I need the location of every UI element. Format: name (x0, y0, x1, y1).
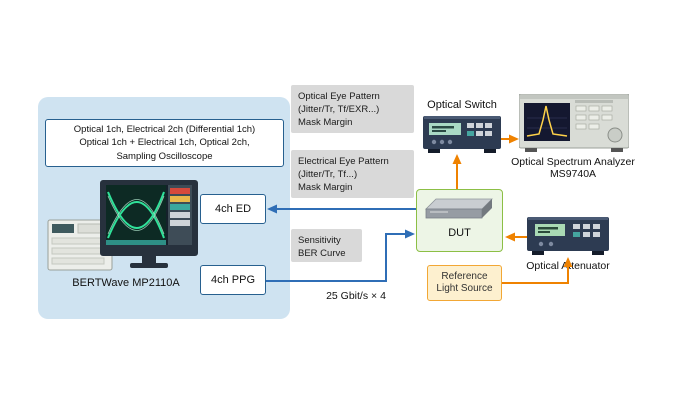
bitrate-label: 25 Gbit/s × 4 (326, 290, 386, 302)
note-electrical-eye-pattern: Electrical Eye Pattern (Jitter/Tr, Tf...… (291, 150, 414, 198)
monitor-icon (100, 180, 198, 268)
note-line: Electrical Eye Pattern (298, 156, 389, 167)
ed-label: 4ch ED (214, 203, 252, 215)
ppg-label: 4ch PPG (210, 274, 256, 286)
rotary-knob-icon (607, 127, 623, 143)
note-line: Mask Margin (298, 117, 353, 129)
bertwave-label: BERTWave MP2110A (72, 277, 180, 289)
note-sensitivity: Sensitivity BER Curve (291, 229, 362, 262)
dut-box: DUT (416, 189, 503, 252)
spectrum-trace-icon (526, 105, 568, 137)
capability-line-3: Sampling Oscilloscope (116, 150, 213, 162)
optical-attenuator-label: Optical Attenuator (526, 260, 610, 272)
optical-switch-image (423, 116, 501, 153)
dut-label: DUT (448, 227, 471, 239)
rls-label-line-1: Reference (441, 270, 488, 282)
capability-box: Optical 1ch, Electrical 2ch (Differentia… (45, 119, 284, 167)
reference-light-source-box: Reference Light Source (427, 265, 502, 301)
optical-spectrum-analyzer-image (519, 94, 629, 152)
transceiver-module-icon (425, 198, 493, 219)
ed-box: 4ch ED (200, 194, 266, 224)
note-line: Sensitivity (298, 235, 341, 246)
arrow-dut-to-optical-switch (452, 154, 462, 189)
eye-diagram-icon (107, 191, 165, 239)
note-line: Optical Eye Pattern (298, 91, 380, 102)
note-line: (Jitter/Tr, Tf/EXR...) (298, 104, 380, 116)
arrow-optical-switch-to-osa (501, 134, 519, 144)
rls-label-line-2: Light Source (436, 283, 493, 294)
optical-attenuator-image (527, 217, 609, 255)
bertwave-instrument-image (47, 180, 198, 271)
ppg-box: 4ch PPG (200, 265, 266, 295)
arrow-attenuator-to-dut (505, 232, 527, 242)
note-line: Mask Margin (298, 182, 353, 194)
capability-line-2: Optical 1ch + Electrical 1ch, Optical 2c… (79, 137, 250, 149)
osa-label: Optical Spectrum Analyzer (511, 156, 635, 168)
capability-line-1: Optical 1ch, Electrical 2ch (Differentia… (73, 123, 256, 135)
osa-model-label: MS9740A (549, 168, 597, 180)
note-line: BER Curve (298, 248, 346, 260)
note-optical-eye-pattern: Optical Eye Pattern (Jitter/Tr, Tf/EXR..… (291, 85, 414, 133)
optical-switch-label: Optical Switch (427, 99, 497, 111)
note-line: (Jitter/Tr, Tf...) (298, 169, 358, 181)
